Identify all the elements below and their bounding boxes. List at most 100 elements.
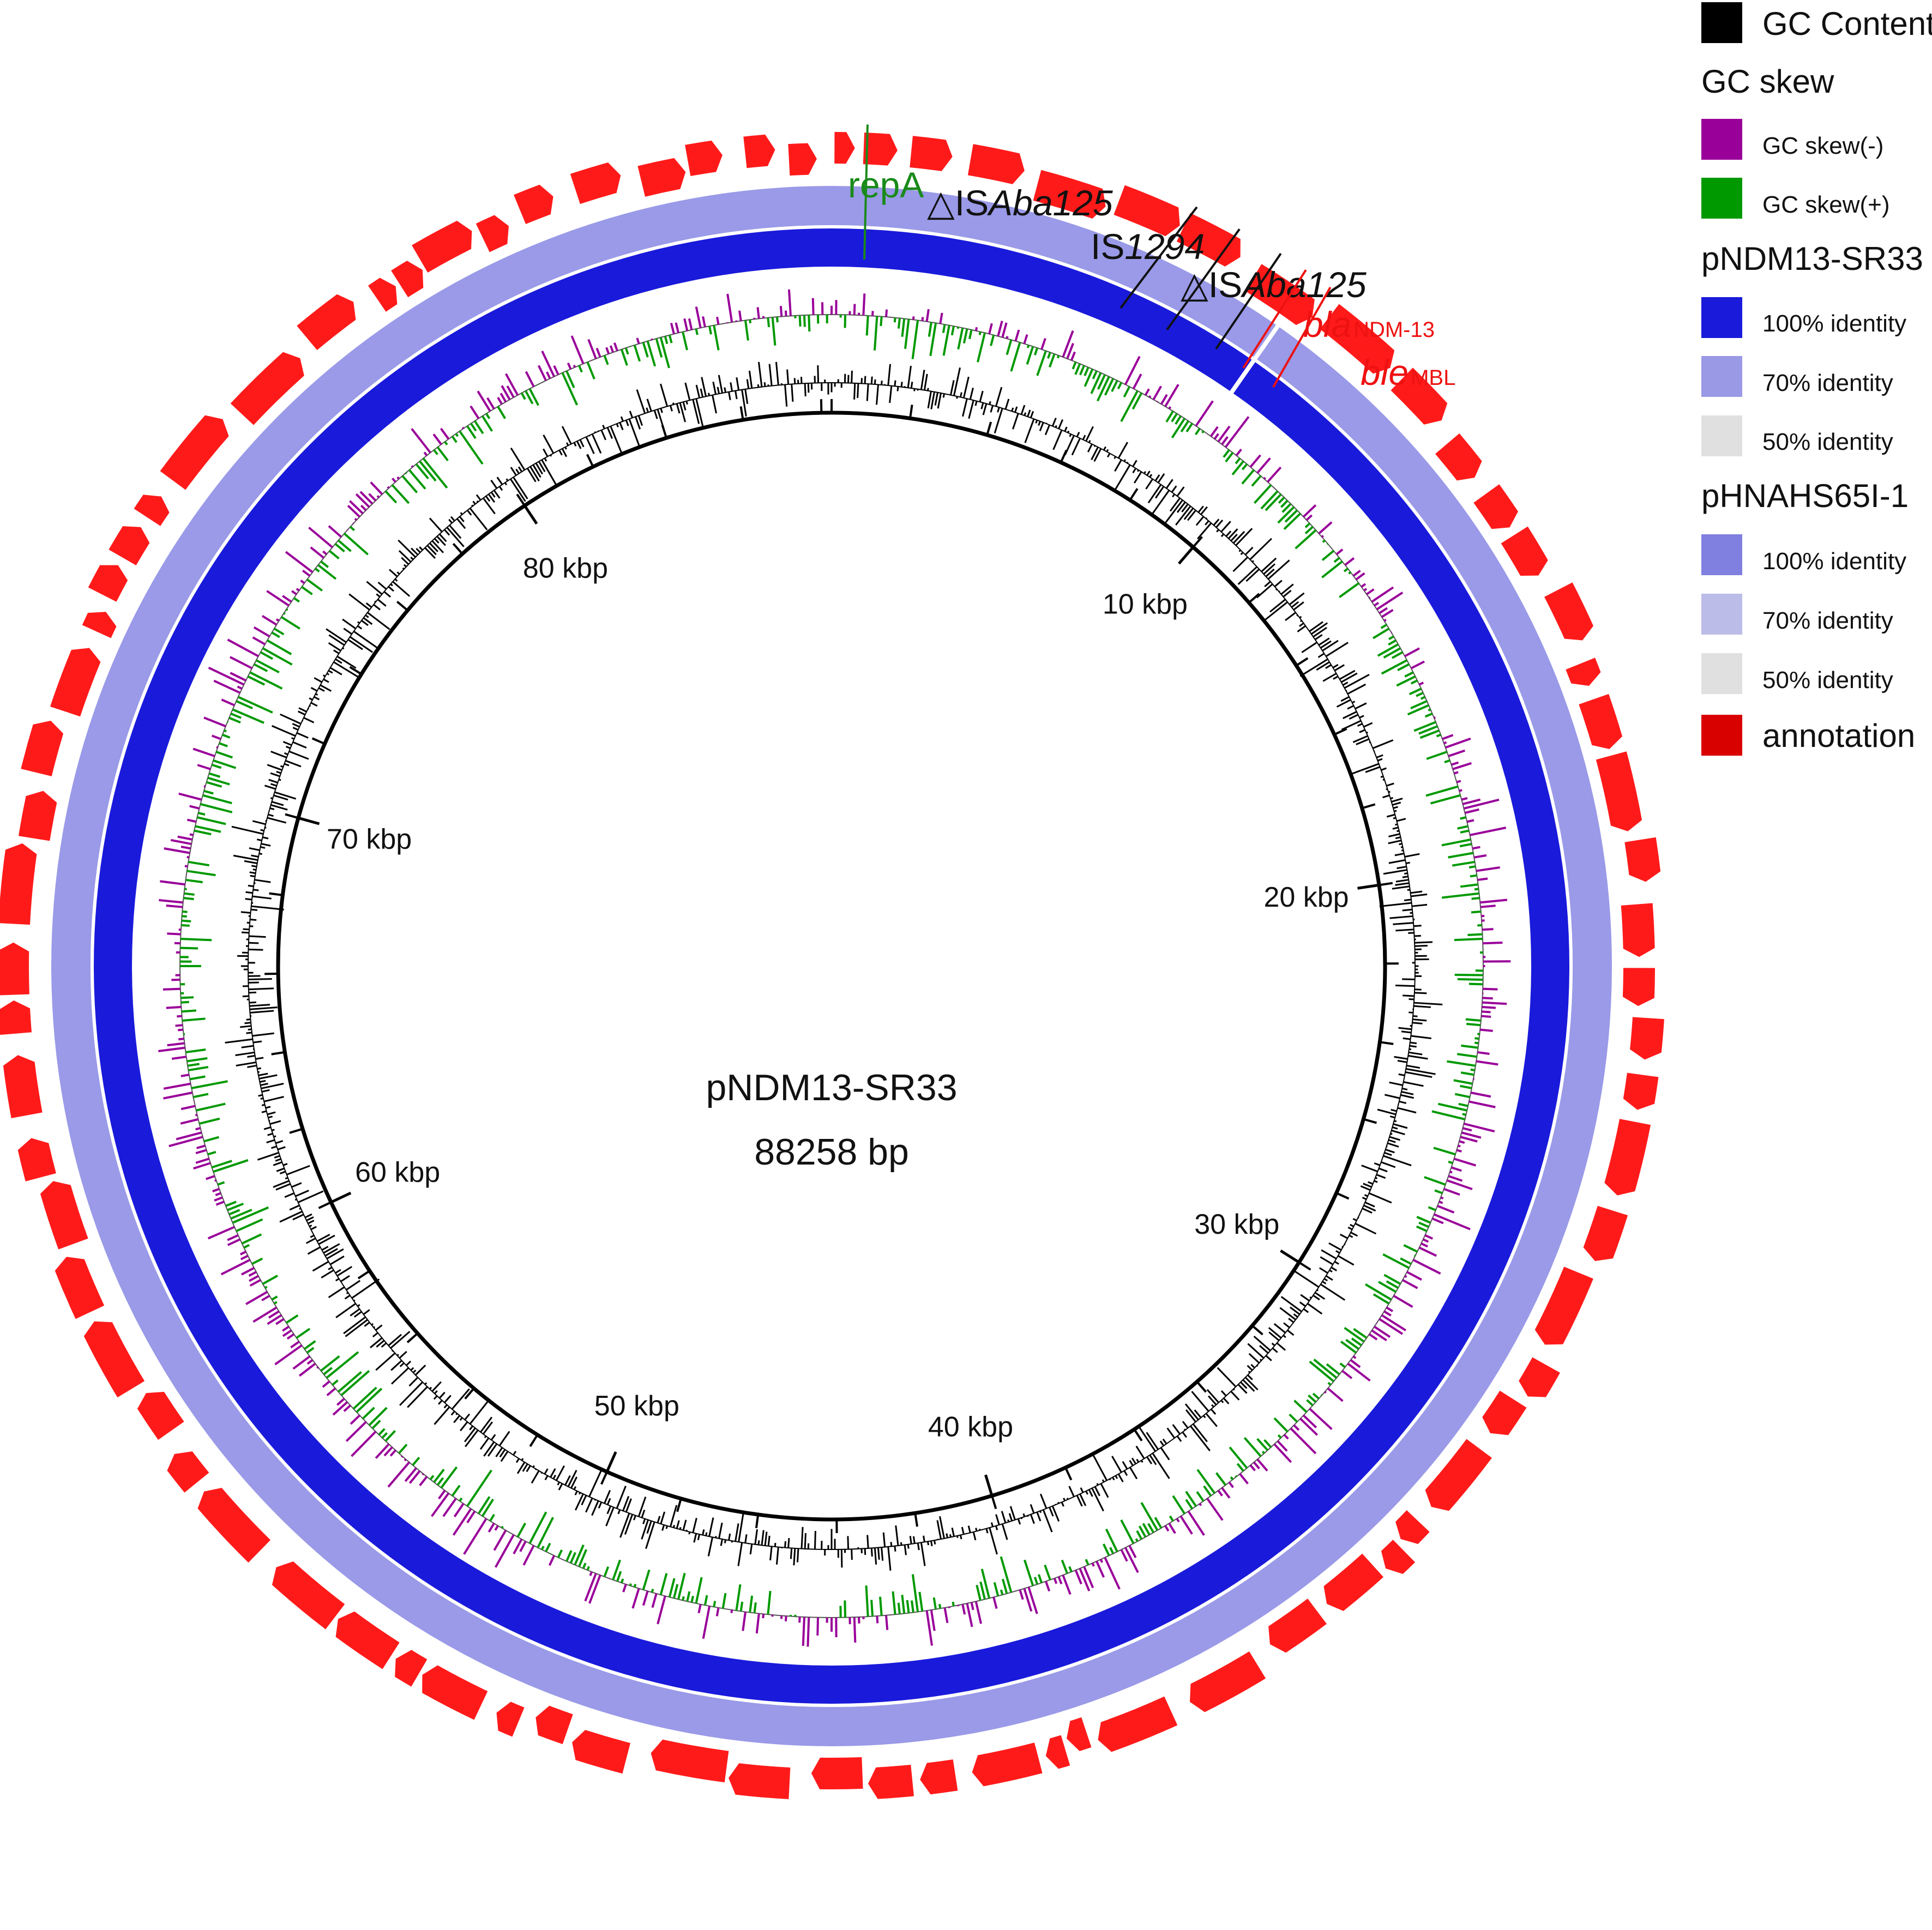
annotation-feature [1391, 367, 1448, 425]
gc-skew-bar [433, 1468, 445, 1483]
gc-content-bar [282, 741, 292, 746]
gc-content-bar [741, 389, 747, 417]
annotation-feature [1596, 751, 1642, 831]
gc-skew-bar [470, 423, 477, 432]
gc-content-bar [619, 422, 624, 431]
identity-rings [51, 186, 1612, 1746]
gc-content-bar [310, 1226, 317, 1231]
gc-content-bar [1114, 459, 1122, 472]
gc-skew-bar [451, 1485, 461, 1497]
gc-skew-bar [408, 1470, 421, 1484]
gc-skew-bar [282, 1329, 292, 1337]
gc-content-bar [285, 1177, 288, 1180]
gc-skew-bar [1019, 1589, 1024, 1600]
gc-content-bar [1195, 516, 1205, 526]
gc-content-bar [791, 384, 794, 402]
gc-skew-bar [193, 1093, 209, 1099]
gc-skew-bar [1418, 725, 1438, 735]
gc-content-bar [1310, 622, 1328, 635]
gc-content-bar [1361, 1165, 1378, 1173]
gc-skew-bar [1339, 1362, 1346, 1368]
gc-skew-bar [1206, 1498, 1224, 1521]
gc-skew-bar [1180, 420, 1190, 433]
gc-content-bar [310, 702, 318, 707]
gc-content-bar [659, 383, 668, 407]
gc-skew-bar [565, 1550, 573, 1562]
gc-skew-bar [616, 1571, 622, 1582]
gc-content-bar [446, 527, 465, 547]
gc-content-bar [585, 436, 595, 454]
gc-content-bar [307, 1246, 321, 1255]
gc-content-bar [513, 477, 528, 499]
gc-skew-bar [715, 1607, 720, 1617]
gc-content-bar [1300, 1294, 1310, 1302]
annotation-feature [1519, 1357, 1560, 1397]
gc-content-bar [398, 539, 416, 558]
gc-content-bar [1114, 464, 1131, 491]
minor-tick [661, 424, 667, 438]
gc-content-bar [1364, 1194, 1368, 1197]
gc-content-bar [887, 364, 892, 386]
gc-content-bar [1319, 1267, 1328, 1274]
gc-skew-bar [651, 1593, 658, 1608]
gc-content-bar [1313, 1294, 1320, 1301]
gc-skew-bar [642, 1590, 649, 1606]
gc-content-bar [1412, 1018, 1427, 1022]
gc-content-bar [1340, 1233, 1349, 1239]
gc-skew-bar [1386, 1280, 1399, 1289]
annotation-feature [1098, 1696, 1178, 1752]
gc-content-bar [517, 466, 523, 473]
gc-content-bar [1114, 456, 1117, 459]
gc-content-bar [469, 1425, 473, 1431]
gc-content-bar [270, 772, 280, 777]
gc-content-bar [676, 1520, 680, 1529]
annotation-feature [1425, 1439, 1492, 1511]
gc-skew-bar [631, 1588, 640, 1609]
gc-skew-bar [184, 892, 195, 896]
gc-content-bar [695, 398, 704, 429]
annotation-feature [920, 1759, 958, 1795]
gc-skew-bar [1347, 1362, 1371, 1382]
gc-content-bar [622, 1495, 630, 1511]
gc-skew-bar [1440, 1196, 1444, 1199]
gc-skew-bar [1057, 1576, 1063, 1585]
gc-content-bar [251, 865, 257, 868]
annotation-feature [1320, 304, 1395, 374]
gc-content-bar [1039, 1510, 1042, 1513]
gc-skew-bar [739, 1601, 744, 1612]
gc-content-bar [1024, 418, 1035, 443]
legend-swatch-ring2-70 [1701, 594, 1742, 635]
gc-content-bar [1030, 1514, 1035, 1524]
gc-skew-bar [1464, 798, 1500, 810]
gc-skew-bar [1210, 426, 1219, 437]
gc-skew-bar [167, 932, 181, 936]
gc-skew-bar [1079, 365, 1085, 376]
gc-content-bar [438, 533, 447, 542]
gc-skew-bar [1377, 643, 1399, 657]
gc-content-bar [669, 1505, 678, 1527]
gc-content-bar [274, 791, 297, 800]
annotation-feature [572, 1729, 630, 1774]
gc-content-bar [1335, 1250, 1340, 1254]
backbone [276, 411, 1387, 1522]
gc-skew-bar [1293, 1400, 1308, 1413]
gc-skew-bar [1215, 1472, 1227, 1486]
gc-content-bar [985, 1528, 989, 1534]
gc-content-bar [1391, 1130, 1405, 1136]
gc-content-bar [1265, 1355, 1272, 1361]
gc-content-bar [1215, 520, 1224, 528]
gc-skew-bar [196, 1144, 206, 1149]
minor-tick [1334, 727, 1347, 736]
gc-content-bar [1395, 882, 1410, 886]
gc-skew-bar [932, 1597, 937, 1609]
gc-skew-bar [1144, 388, 1150, 396]
gc-skew-bar [197, 764, 211, 770]
gc-content-bar [870, 376, 873, 384]
gc-content-bar [1309, 1296, 1312, 1299]
gc-content-bar [1263, 563, 1276, 575]
gc-content-bar [895, 1525, 899, 1546]
legend-label-ring2-50: 50% identity [1762, 667, 1893, 693]
gc-skew-bar [870, 1600, 874, 1617]
gc-content-bar [1410, 1041, 1417, 1045]
